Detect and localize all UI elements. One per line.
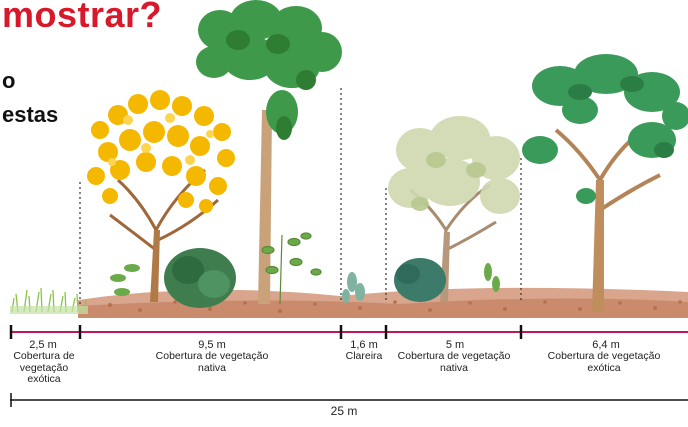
segment-label-line: nativa: [392, 363, 516, 375]
segment-label-line: Clareira: [342, 351, 386, 363]
segment-label-line: exótica: [542, 363, 666, 375]
exotic-tree: [522, 54, 688, 312]
segment-label-line: Cobertura de: [4, 351, 84, 363]
segment-label-line: Cobertura de vegetação: [150, 351, 274, 363]
subtitle-box: o estas: [0, 56, 86, 142]
subtitle-line-1: o: [2, 68, 15, 94]
native-shrub-dark: [164, 248, 236, 308]
segment-label-exotic-left: Cobertura de vegetação exótica: [4, 351, 84, 386]
small-plant-right: [484, 263, 500, 292]
title-box: mostrar?: [0, 0, 196, 40]
segment-label-native-left: Cobertura de vegetação nativa: [150, 351, 274, 374]
segment-label-line: Cobertura de vegetação: [392, 351, 516, 363]
segment-label-native-right: Cobertura de vegetação nativa: [392, 351, 516, 374]
subtitle-line-2: estas: [2, 102, 58, 128]
native-shrub-teal: [394, 258, 446, 302]
total-length-label: 25 m: [324, 404, 364, 418]
segment-label-line: exótica: [4, 374, 84, 386]
slide-title-fragment: mostrar?: [2, 0, 162, 36]
segment-label-line: Cobertura de vegetação: [542, 351, 666, 363]
segment-label-line: nativa: [150, 363, 274, 375]
segment-measure-line: [10, 325, 688, 339]
segment-label-clearing: Clareira: [342, 351, 386, 363]
small-plant-left: [110, 264, 140, 296]
segment-label-exotic-right: Cobertura de vegetação exótica: [542, 351, 666, 374]
